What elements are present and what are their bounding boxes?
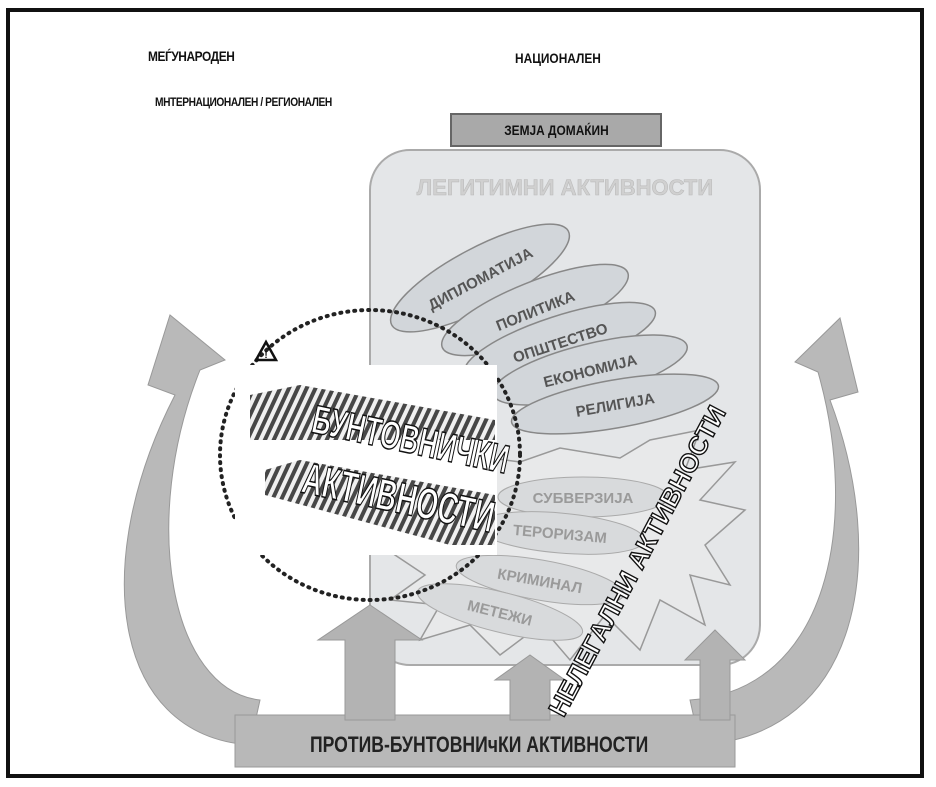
up-arrow-left: [316, 604, 424, 721]
wordart-extrusion-bottom: [265, 460, 495, 545]
counter-insurgency-label: ПРОТИВ-БУНТОВНИчКИ АКТИВНОСТИ: [310, 732, 649, 757]
right-cycle-arrow: [689, 317, 860, 746]
ellipse-crime: [455, 554, 625, 606]
counter-insurgency-bar: [234, 714, 736, 768]
warning-triangle-icon: [253, 339, 279, 362]
ellipse-religion: [510, 373, 720, 435]
svg-text:!: !: [264, 350, 267, 361]
label-international-regional: МНТЕРНАЦИОНАЛЕН / РЕГИОНАЛЕН: [155, 95, 332, 109]
item-subversion: СУБВЕРЗИЈА: [533, 490, 634, 507]
host-country-label: ЗЕМЈА ДОМАЌИН: [503, 122, 609, 138]
host-country-bar: ЗЕМЈА ДОМАЌИН: [450, 113, 662, 147]
wordart-extrusion-top: [250, 385, 495, 440]
up-arrow-center: [493, 654, 567, 721]
label-international: МЕЃУНАРОДЕН: [148, 48, 235, 64]
legitimate-activities-title: ЛЕГИТИМНИ АКТИВНОСТИ: [417, 175, 713, 200]
label-national: НАЦИОНАЛЕН: [515, 50, 601, 66]
up-arrow-right: [683, 629, 747, 721]
insurgent-dotted-ring: [218, 308, 522, 602]
left-cycle-arrow: [123, 314, 261, 746]
